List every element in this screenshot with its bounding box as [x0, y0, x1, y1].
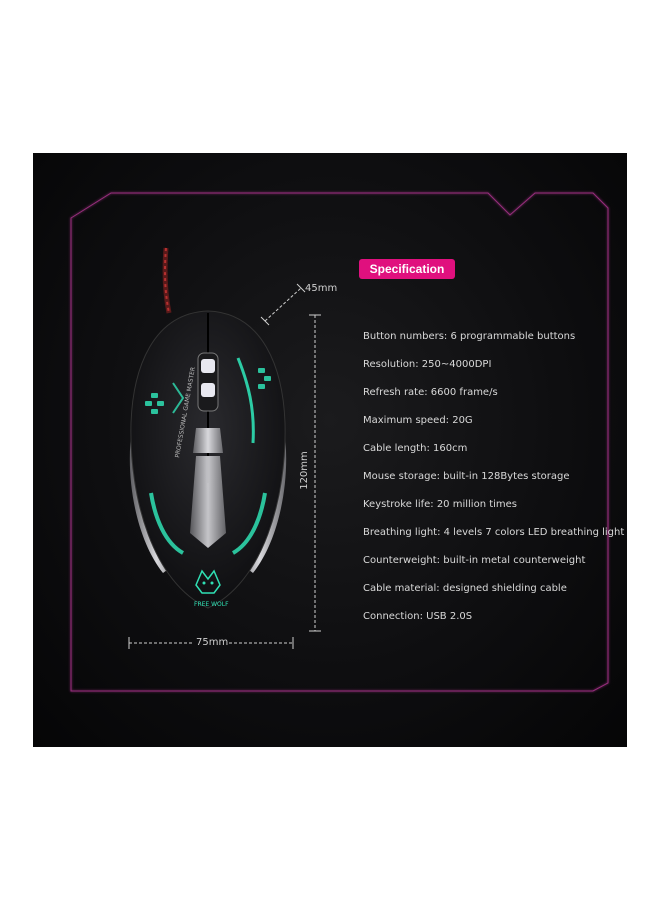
width-dimension-label: 75mm: [196, 637, 229, 648]
height-dimension-label: 45mm: [305, 283, 338, 294]
product-image-panel: PROFESSIONAL GAME MASTER FREE WOLF 45mm …: [33, 153, 627, 747]
spec-item: Cable material: designed shielding cable: [363, 583, 567, 594]
spec-item: Counterweight: built-in metal counterwei…: [363, 555, 586, 566]
mouse-brand-text: FREE WOLF: [194, 601, 229, 608]
neon-frame: [70, 192, 609, 692]
spec-item: Keystroke life: 20 million times: [363, 499, 518, 510]
wolf-logo-icon: [195, 569, 221, 594]
specification-list: Button numbers: 6 programmable buttons R…: [363, 323, 624, 631]
length-dimension-label: 120mm: [298, 451, 310, 490]
specification-badge: Specification: [359, 259, 455, 279]
spec-item: Mouse storage: built-in 128Bytes storage: [363, 471, 570, 482]
spec-item: Cable length: 160cm: [363, 443, 468, 454]
spec-item: Resolution: 250~4000DPI: [363, 359, 492, 370]
spec-item: Button numbers: 6 programmable buttons: [363, 331, 576, 342]
gaming-mouse-image: PROFESSIONAL GAME MASTER FREE WOLF: [128, 247, 321, 649]
spec-item: Maximum speed: 20G: [363, 415, 473, 426]
spec-item: Refresh rate: 6600 frame/s: [363, 387, 498, 398]
spec-item: Connection: USB 2.0S: [363, 611, 473, 622]
dimension-lines: [128, 283, 321, 649]
spec-item: Breathing light: 4 levels 7 colors LED b…: [363, 527, 625, 538]
